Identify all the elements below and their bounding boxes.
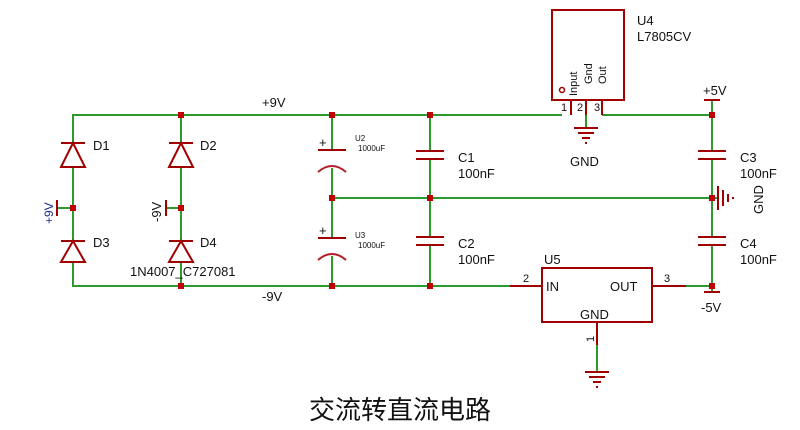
capacitor-c2: C2 100nF [416,236,495,267]
regulator-u4: Input Gnd Out 1 2 3 U4 L7805CV [551,9,692,115]
ground-label-rail: GND [751,185,766,214]
power-flag-pos5: +5V [703,83,727,101]
capacitor-c1: C1 100nF [416,150,495,181]
power-flag-neg5: -5V [701,291,722,315]
capacitor-c3: C3 100nF [698,150,777,181]
u5-pin-out-label: OUT [610,279,638,294]
diode-d1: D1 [59,138,110,168]
wires [57,100,718,372]
capacitor-c3-ref: C3 [740,150,757,165]
electrolytic-u2-value: 1000uF [358,144,385,153]
plus-sign-icon: + [319,135,327,150]
net-label-pos5: +5V [703,83,727,98]
plus-sign-icon: + [319,223,327,238]
diode-d3: D3 [59,235,110,263]
u4-pin-out-label: Out [597,66,609,84]
capacitor-c4-value: 100nF [740,252,777,267]
net-label-neg5: -5V [701,300,722,315]
ground-label-u4: GND [570,154,599,169]
capacitor-c2-value: 100nF [458,252,495,267]
u4-part: L7805CV [637,29,692,44]
net-label-pos9: +9V [262,95,286,110]
u5-pin-in-label: IN [546,279,559,294]
capacitor-c2-ref: C2 [458,236,475,251]
u5-pin1-number: 1 [585,336,597,342]
capacitor-c1-value: 100nF [458,166,495,181]
electrolytic-u3-ref: U3 [355,231,366,240]
ground-symbol-rail: GND [717,185,766,214]
diode-d3-label: D3 [93,235,110,250]
u4-pin3-number: 3 [594,102,600,114]
diode-d4-label: D4 [200,235,217,250]
u4-pin-gnd-label: Gnd [583,63,595,84]
net-label-in-neg9: -9V [149,201,164,222]
ground-symbol-u5 [585,371,609,388]
pin1-marker-icon [558,86,566,94]
capacitor-c3-value: 100nF [740,166,777,181]
diode-part-number: 1N4007_C727081 [130,264,236,279]
page-title: 交流转直流电路 [308,396,491,426]
u4-pin1-number: 1 [561,102,567,114]
electrolytic-u2-ref: U2 [355,134,366,143]
capacitor-c4: C4 100nF [698,236,777,267]
u5-ref: U5 [544,252,561,267]
net-flag-in-neg9: -9V [149,200,167,222]
net-label-neg9: -9V [262,289,283,304]
u4-pin2-number: 2 [577,102,583,114]
electrolytic-u3: + U3 1000uF [317,223,385,261]
electrolytic-u2: + U2 1000uF [317,134,385,173]
diode-d1-label: D1 [93,138,110,153]
diode-d2: D2 [167,138,217,168]
u5-pin3-number: 3 [664,273,670,285]
junctions [70,112,715,289]
u4-ref: U4 [637,13,654,28]
capacitor-c4-ref: C4 [740,236,757,251]
ground-symbol-u4: GND [570,127,599,169]
capacitor-c1-ref: C1 [458,150,475,165]
diode-d2-label: D2 [200,138,217,153]
diode-d4: D4 [167,235,217,263]
regulator-u5: U5 IN OUT GND 2 3 1 [510,252,686,345]
electrolytic-u3-value: 1000uF [358,241,385,250]
u4-pin-input-label: Input [568,72,580,96]
u5-pin2-number: 2 [523,273,529,285]
net-label-in-pos9: +9V [42,202,56,224]
u5-pin-gnd-label: GND [580,307,609,322]
net-flag-in-pos9: +9V [42,200,58,224]
